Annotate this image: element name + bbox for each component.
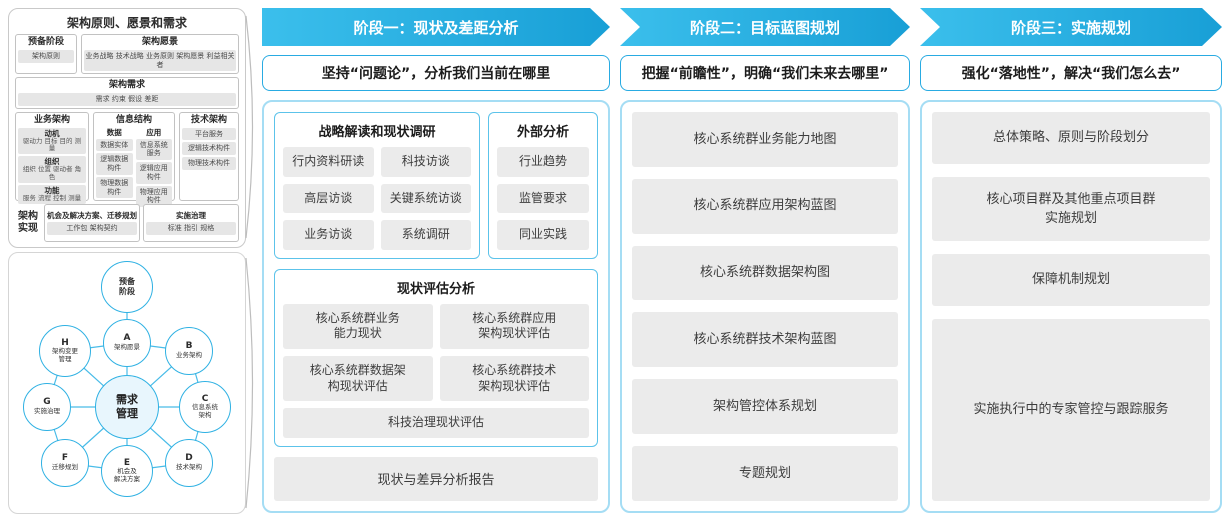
list-item: 核心系统群应用 架构现状评估 bbox=[439, 303, 589, 349]
list-item: 专题规划 bbox=[632, 446, 898, 501]
phases-container: 阶段一：现状及差距分析 坚持“问题论”，分析我们当前在哪里 战略解读和现状调研 … bbox=[262, 8, 1222, 513]
list-item: 核心系统群业务能力地图 bbox=[632, 112, 898, 167]
requirements-label: 架构需求 bbox=[108, 80, 145, 91]
architecture-vision-box: 架构愿景 业务战略 技术战略 业务原则 架构愿景 利益相关者 bbox=[81, 34, 239, 75]
phase-1-column: 阶段一：现状及差距分析 坚持“问题论”，分析我们当前在哪里 战略解读和现状调研 … bbox=[262, 8, 610, 513]
phase-2-column: 阶段二：目标蓝图规划 把握“前瞻性”，明确“我们未来去哪里” 核心系统群业务能力… bbox=[620, 8, 910, 513]
adm-node-requirements-management: 需求 管理 bbox=[95, 375, 159, 439]
business-architecture-title: 业务架构 bbox=[33, 114, 70, 125]
list-item: 实施执行中的专家管控与跟踪服务 bbox=[932, 319, 1210, 501]
vision-label: 架构愿景 bbox=[141, 37, 178, 47]
adm-node-d-technology: D 技术架构 bbox=[165, 439, 213, 487]
architecture-realization-label: 架构 实现 bbox=[18, 211, 38, 234]
framework-row-architectures: 业务架构 动机 驱动力 目标 目的 测量 组织 组织 位置 驱动者 角色 功能 … bbox=[15, 111, 239, 208]
list-item: 总体策略、原则与阶段划分 bbox=[932, 112, 1210, 164]
list-item: 高层访谈 bbox=[283, 183, 374, 214]
list-item: 行内资料研读 bbox=[283, 147, 374, 177]
technology-architecture-title: 技术架构 bbox=[190, 114, 227, 125]
adm-node-g-governance: G 实施治理 bbox=[23, 383, 71, 431]
phase-3-header: 阶段三：实施规划 bbox=[920, 8, 1222, 46]
adm-node-preliminary: 预备 阶段 bbox=[101, 261, 153, 313]
list-item: 科技治理现状评估 bbox=[283, 408, 589, 438]
business-architecture-box: 业务架构 动机 驱动力 目标 目的 测量 组织 组织 位置 驱动者 角色 功能 … bbox=[15, 111, 89, 204]
list-item: 行业趋势 bbox=[497, 147, 589, 177]
preliminary-phase-box: 预备阶段 架构原则 bbox=[15, 34, 77, 75]
list-item: 同业实践 bbox=[497, 220, 589, 250]
list-item: 核心系统群业务 能力现状 bbox=[283, 303, 433, 349]
framework-title: 架构原则、愿景和需求 bbox=[66, 16, 187, 30]
phase-1-header: 阶段一：现状及差距分析 bbox=[262, 8, 610, 46]
phase-2-body: 核心系统群业务能力地图 核心系统群应用架构蓝图 核心系统群数据架构图 核心系统群… bbox=[620, 100, 910, 513]
gap-analysis-report-chip: 现状与差异分析报告 bbox=[274, 456, 598, 501]
framework-row-vision: 预备阶段 架构原则 架构愿景 业务战略 技术战略 业务原则 架构愿景 利益相关者 bbox=[15, 34, 239, 75]
list-item: 系统调研 bbox=[380, 220, 471, 250]
application-column: 应用 信息系统服务 逻辑应用构件 物理应用构件 bbox=[135, 128, 172, 208]
architecture-requirements-box: 架构需求 需求 约束 假设 差距 bbox=[15, 77, 239, 109]
list-item: 架构管控体系规划 bbox=[632, 379, 898, 435]
list-item: 关键系统访谈 bbox=[380, 183, 471, 214]
phase-1-subtitle: 坚持“问题论”，分析我们当前在哪里 bbox=[262, 55, 610, 91]
adm-node-b-business: B 业务架构 bbox=[165, 327, 213, 375]
technology-architecture-box: 技术架构 平台服务 逻辑技术构件 物理技术构件 bbox=[179, 111, 239, 201]
list-item: 监管要求 bbox=[497, 183, 589, 214]
information-structure-title: 信息结构 bbox=[115, 114, 152, 125]
adm-node-f-migration: F 迁移规划 bbox=[41, 439, 89, 487]
motivation-group: 动机 驱动力 目标 目的 测量 bbox=[18, 127, 86, 155]
phase-3-column: 阶段三：实施规划 强化“落地性”，解决“我们怎么去” 总体策略、原则与阶段划分 … bbox=[920, 8, 1222, 513]
framework-row-realization: 架构 实现 机会及解决方案、迁移规划 工作包 架构契约 实施治理 标准 指引 规… bbox=[15, 204, 239, 242]
list-item: 保障机制规划 bbox=[932, 254, 1210, 306]
implementation-governance-box: 实施治理 标准 指引 规格 bbox=[143, 204, 239, 242]
list-item: 核心系统群技术 架构现状评估 bbox=[439, 355, 589, 402]
adm-node-c-information-systems: C 信息系统 架构 bbox=[179, 381, 231, 433]
architecture-framework-panel: 架构原则、愿景和需求 预备阶段 架构原则 架构愿景 业务战略 技术战略 业务原则… bbox=[8, 8, 246, 248]
adm-cycle-panel: 预备 阶段 A 架构愿景 B 业务架构 C 信息系统 架构 D 技术架构 E 机… bbox=[8, 252, 246, 514]
function-group: 功能 服务 流程 控制 测量 bbox=[18, 184, 86, 204]
list-item: 科技访谈 bbox=[380, 147, 471, 177]
preliminary-label: 预备阶段 bbox=[27, 37, 64, 47]
data-column: 数据 数据实体 逻辑数据构件 物理数据构件 bbox=[96, 128, 133, 208]
phase-3-subtitle: 强化“落地性”，解决“我们怎么去” bbox=[920, 55, 1222, 91]
organization-group: 组织 组织 位置 驱动者 角色 bbox=[18, 156, 86, 183]
list-item: 核心系统群数据架 构现状评估 bbox=[283, 355, 433, 402]
requirements-items-chip: 需求 约束 假设 差距 bbox=[18, 93, 236, 106]
assessment-analysis-group: 现状评估分析 核心系统群业务 能力现状 核心系统群应用 架构现状评估 核心系统群… bbox=[274, 268, 598, 447]
vision-items-chip: 业务战略 技术战略 业务原则 架构愿景 利益相关者 bbox=[84, 49, 236, 72]
phase-3-body: 总体策略、原则与阶段划分 核心项目群及其他重点项目群 实施规划 保障机制规划 实… bbox=[920, 100, 1222, 513]
list-item: 核心系统群技术架构蓝图 bbox=[632, 312, 898, 368]
adm-node-a-vision: A 架构愿景 bbox=[103, 319, 151, 367]
phase-1-body: 战略解读和现状调研 行内资料研读 科技访谈 高层访谈 关键系统访谈 业务访谈 系… bbox=[262, 100, 610, 513]
architecture-principles-chip: 架构原则 bbox=[18, 49, 74, 63]
framework-row-requirements: 架构需求 需求 约束 假设 差距 bbox=[15, 77, 239, 109]
information-structure-box: 信息结构 数据 数据实体 逻辑数据构件 物理数据构件 应用 信息系统服务 逻辑应… bbox=[93, 111, 175, 208]
adm-node-e-opportunities: E 机会及 解决方案 bbox=[101, 445, 153, 497]
list-item: 核心系统群应用架构蓝图 bbox=[632, 178, 898, 234]
list-item: 业务访谈 bbox=[283, 220, 374, 250]
opportunities-migration-box: 机会及解决方案、迁移规划 工作包 架构契约 bbox=[44, 204, 140, 242]
strategy-research-group: 战略解读和现状调研 行内资料研读 科技访谈 高层访谈 关键系统访谈 业务访谈 系… bbox=[274, 112, 480, 259]
list-item: 核心系统群数据架构图 bbox=[632, 245, 898, 301]
phase-2-header: 阶段二：目标蓝图规划 bbox=[620, 8, 910, 46]
adm-node-h-change-management: H 架构变更 管理 bbox=[39, 325, 91, 377]
grouping-braces bbox=[245, 15, 254, 509]
external-analysis-group: 外部分析 行业趋势 监管要求 同业实践 bbox=[488, 112, 598, 259]
phase-2-subtitle: 把握“前瞻性”，明确“我们未来去哪里” bbox=[620, 55, 910, 91]
list-item: 核心项目群及其他重点项目群 实施规划 bbox=[932, 177, 1210, 241]
